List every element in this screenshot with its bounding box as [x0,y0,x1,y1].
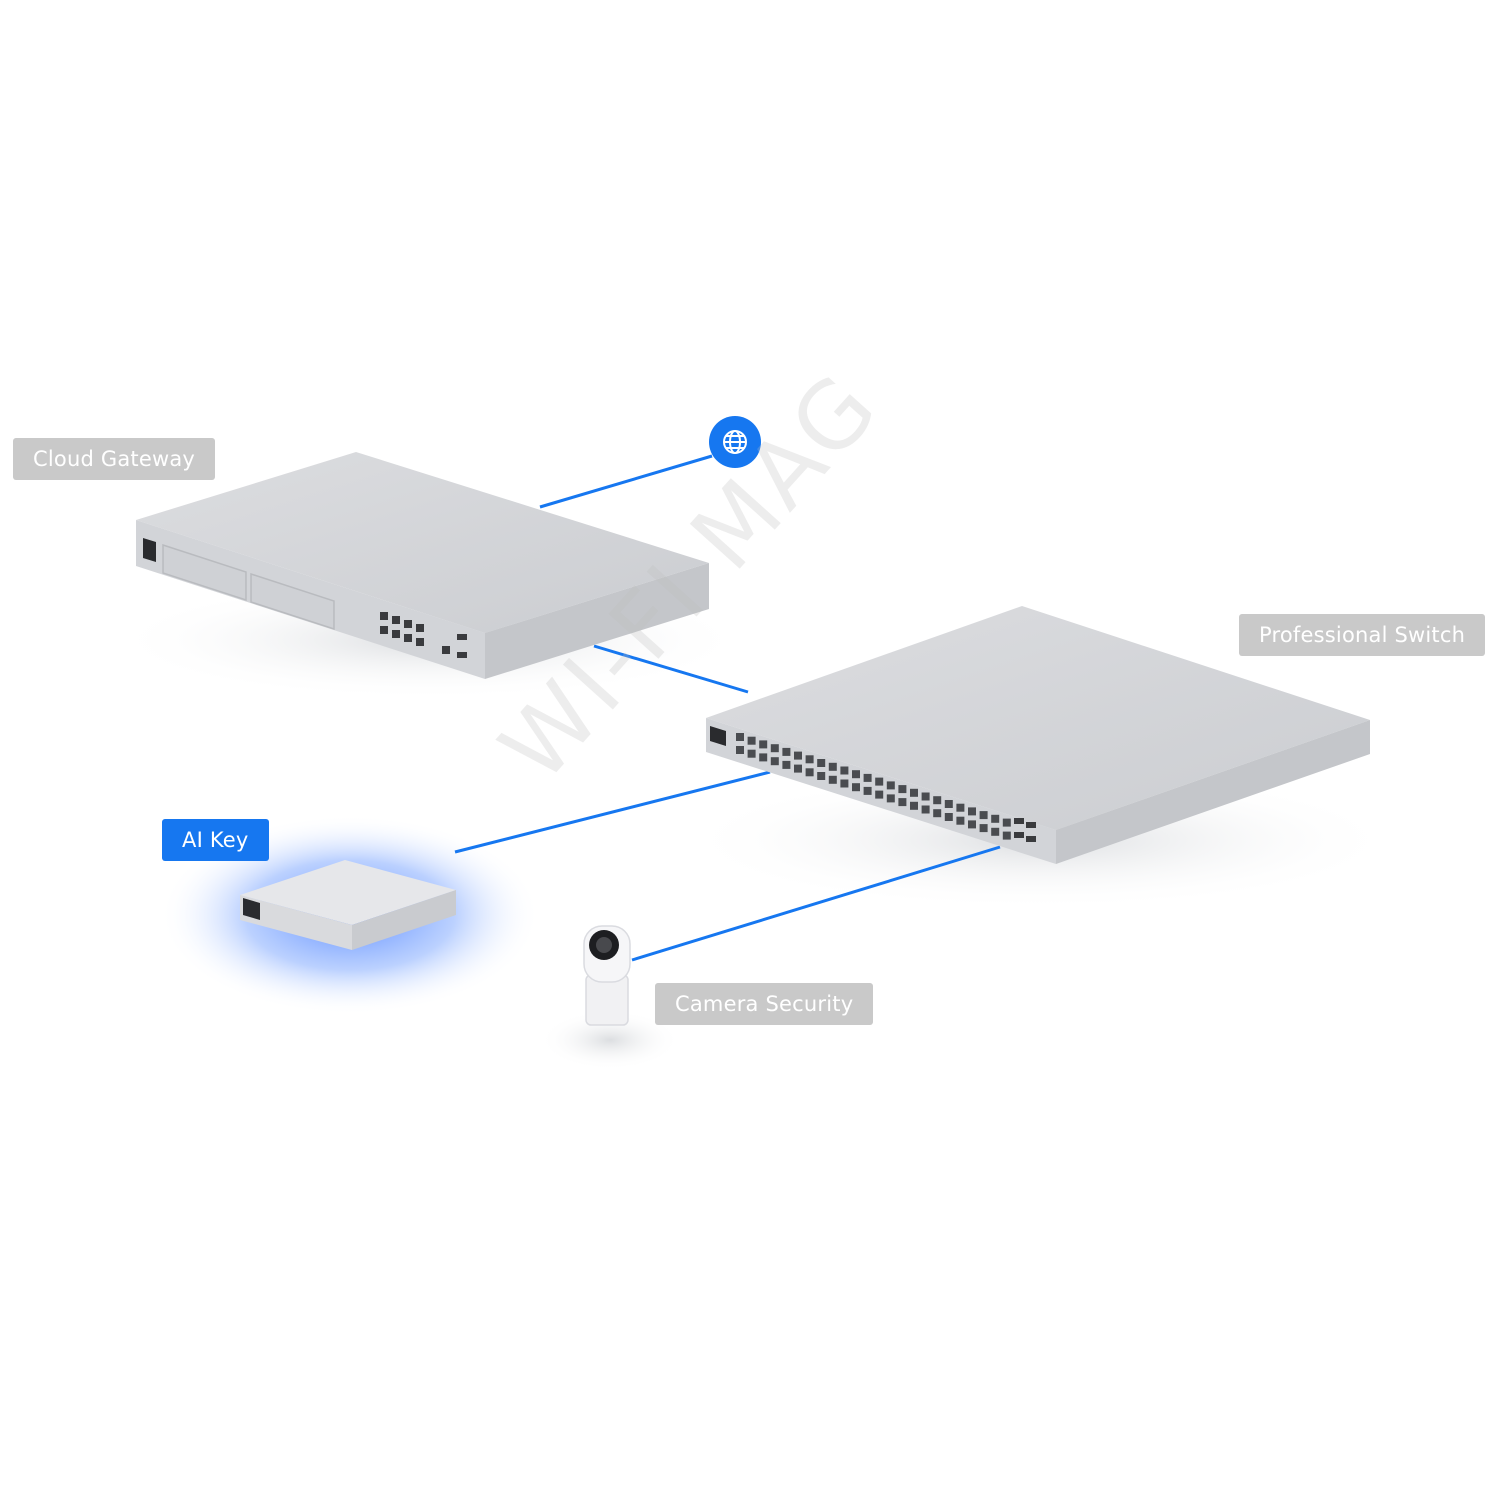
switch-ports [736,733,1011,840]
switch-port [736,733,744,741]
link-switch-ai-key [454,770,771,854]
switch-sfp-ports [1014,818,1036,842]
switch-port [805,755,814,764]
switch-port [956,816,965,825]
camera-device [583,925,631,1026]
gateway-display [143,538,156,562]
switch-port [782,760,791,769]
switch-port [817,759,826,767]
switch-port [875,790,884,799]
switch-port [944,800,953,808]
switch-port [991,827,1000,836]
switch-port [805,768,814,777]
switch-port [933,809,942,818]
switch-port [770,757,779,766]
switch-port [910,801,918,810]
switch-port [840,779,849,788]
switch-port [910,788,918,797]
globe-icon [723,430,747,454]
switch-port [1002,831,1011,840]
switch-port [794,764,802,773]
switch-port [921,805,930,814]
connections [454,454,1001,962]
link-gateway-internet [539,454,713,509]
professional-switch-label: Professional Switch [1239,614,1486,656]
switch-port [1002,818,1011,827]
switch-port [933,796,942,805]
ai-key-label: AI Key [162,819,269,861]
switch-port [828,762,837,771]
switch-display [710,726,726,746]
cloud-gateway-device [136,452,709,679]
switch-port [736,746,744,754]
switch-port [956,803,965,812]
internet-node [709,416,761,468]
camera-security-label: Camera Security [655,983,874,1025]
switch-port [863,773,872,782]
switch-port [875,777,884,786]
switch-port [759,753,768,762]
cloud-gateway-label: Cloud Gateway [13,438,216,480]
switch-port [979,824,988,833]
switch-port [944,813,953,821]
switch-port [886,781,895,790]
link-gateway-switch [593,644,749,694]
switch-port [979,811,988,820]
camera-shadow [540,1010,680,1070]
switch-port [898,798,907,807]
link-switch-camera [631,845,1001,962]
switch-port [863,786,872,795]
switch-port [968,807,976,816]
switch-port [968,820,976,829]
gateway-bay-2 [250,572,335,631]
switch-port [817,772,826,780]
switch-port [747,749,756,758]
switch-port [782,747,791,756]
switch-port [921,792,930,801]
professional-switch-device [706,606,1370,864]
switch-port [747,736,756,745]
switch-port [840,766,849,775]
switch-port [898,785,907,794]
switch-port [770,744,779,753]
switch-port [886,794,895,803]
gateway-ports [380,612,467,658]
switch-port [828,775,837,784]
switch-port [759,740,768,749]
ai-key-device [240,860,456,950]
switch-port [991,814,1000,823]
switch-port [852,770,860,779]
switch-port [852,783,860,792]
switch-port [794,751,802,760]
gateway-bay-1 [162,543,247,602]
